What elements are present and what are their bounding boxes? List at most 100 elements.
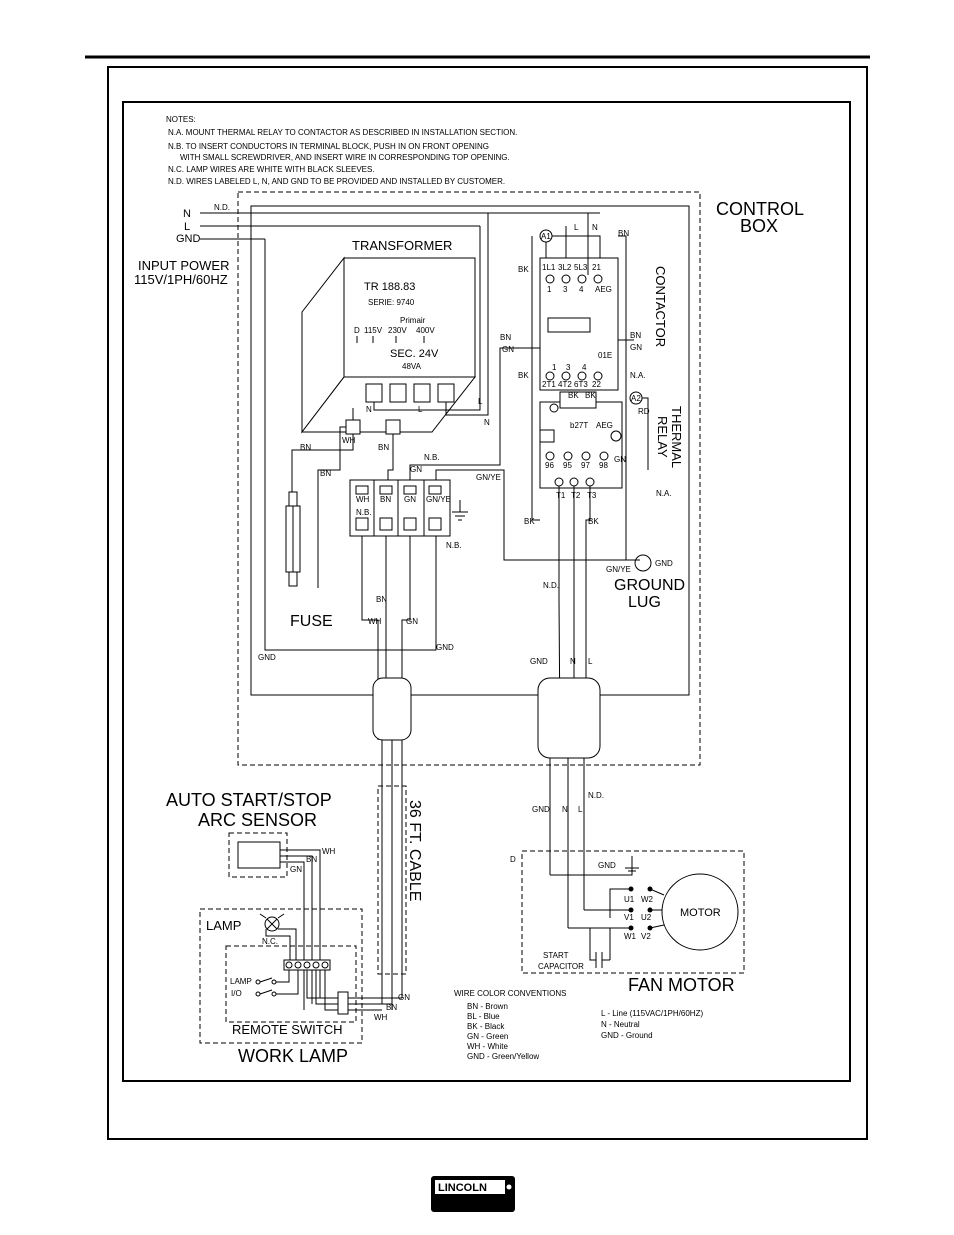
tr-t3: T3 <box>587 491 597 500</box>
contactor-na: N.A. <box>630 371 646 380</box>
contactor-3l2: 3L2 <box>558 263 572 272</box>
ctr-label-gn: GN <box>502 345 514 354</box>
wire-legend-n: N - Neutral <box>601 1020 640 1029</box>
ctr-label-gn2: GN <box>630 343 642 352</box>
fan-motor-outline <box>521 850 745 974</box>
contactor-1l1: 1L1 <box>542 263 556 272</box>
secondary-connector-1 <box>345 419 361 435</box>
thermal-relay-body <box>539 401 623 489</box>
relay-label-l: L <box>588 657 593 666</box>
wire-color-bk: BK - Black <box>467 1022 505 1031</box>
work-lamp-title: WORK LAMP <box>238 1046 348 1066</box>
relay-label-nd: N.D. <box>543 581 559 590</box>
tb-gn-top: GN <box>410 465 422 474</box>
motor-label-n: N <box>562 805 568 814</box>
contactor-mid-4: 4 <box>582 363 587 372</box>
ctr-label-bn3: BN <box>630 331 641 340</box>
note-nc: N.C. LAMP WIRES ARE WHITE WITH BLACK SLE… <box>168 165 375 174</box>
tr-t2: T2 <box>571 491 581 500</box>
label-gnd-1: GND <box>436 643 454 652</box>
arc-sensor-body <box>237 841 281 869</box>
as-label-wh: WH <box>322 847 336 856</box>
fan-motor-gnd: GND <box>598 861 616 870</box>
contactor-brand: AEG <box>595 285 612 294</box>
thermal-relay-line2: RELAY <box>655 416 670 458</box>
wire-color-gnd: GND - Green/Yellow <box>467 1052 539 1061</box>
tb-label-nb: N.B. <box>356 508 372 517</box>
input-power: N L GND N.D. INPUT POWER 115V/1PH/60HZ <box>134 203 600 287</box>
fan-motor-d: D <box>510 855 516 864</box>
wire-color-gn: GN - Green <box>467 1032 508 1041</box>
remote-switch-label: REMOTE SWITCH <box>232 1022 343 1037</box>
input-power-title: INPUT POWER <box>138 258 230 273</box>
logo-line-1: LINCOLN <box>438 1182 487 1194</box>
tr-label-bk4: BK <box>588 517 599 526</box>
work-lamp: LAMP N.C. LAMP I/O GN BN WH <box>199 908 410 1066</box>
control-box-label-2: BOX <box>740 216 778 236</box>
work-lamp-outline <box>199 908 363 1044</box>
relay-label-n: N <box>570 657 576 666</box>
ctr-label-bk2: BK <box>518 371 529 380</box>
relay-label-gnd: GND <box>530 657 548 666</box>
arc-sensor: AUTO START/STOP ARC SENSOR WH BN GN <box>166 790 336 1010</box>
cable-gland-right <box>537 677 601 759</box>
contactor-num-4: 4 <box>579 285 584 294</box>
wire-legend-gnd: GND - Ground <box>601 1031 653 1040</box>
transformer-terminal-1 <box>365 383 383 403</box>
remote-switch-connector <box>337 991 349 1015</box>
tr-t1: T1 <box>556 491 566 500</box>
fm-cap-2: CAPACITOR <box>538 962 584 971</box>
transformer-primair: Primair <box>400 316 426 325</box>
fm-motor-label: MOTOR <box>680 907 721 919</box>
contactor-21: 21 <box>592 263 601 272</box>
ground-lug-gnd: GND <box>655 559 673 568</box>
ground-lug-gnye: GN/YE <box>606 565 631 574</box>
tb-nb-top: N.B. <box>424 453 440 462</box>
fm-w2: W2 <box>641 895 654 904</box>
arc-sensor-title-1: AUTO START/STOP <box>166 790 332 810</box>
transformer-terminal-3 <box>413 383 431 403</box>
tr-98: 98 <box>599 461 608 470</box>
notes-block: NOTES: N.A. MOUNT THERMAL RELAY TO CONTA… <box>166 115 517 186</box>
fm-w1: W1 <box>624 932 637 941</box>
transformer-terminal-2 <box>389 383 407 403</box>
transformer-title: TRANSFORMER <box>352 238 452 253</box>
ctr-label-l: L <box>574 223 579 232</box>
control-box-panel <box>250 205 690 696</box>
transformer-wiring: WH BN BN BN N <box>291 213 490 588</box>
tr-97: 97 <box>581 461 590 470</box>
control-box-label-1: CONTROL <box>716 199 804 219</box>
lincoln-electric-logo: LINCOLN ELECTRIC <box>431 1176 515 1212</box>
ground-lug-label-1: GROUND <box>614 577 685 594</box>
transformer-tap-115: 115V <box>364 326 383 335</box>
thermal-relay: THERMAL RELAY b27T AEG 96 95 97 98 T1 T2… <box>524 391 684 526</box>
contactor-6t3: 6T3 <box>574 380 588 389</box>
contactor-wiring: L N BN BK BN GN BN GN BK RD <box>500 213 650 560</box>
wl-label-gn: GN <box>398 993 410 1002</box>
tb-label-gnye: GN/YE <box>426 495 451 504</box>
outer-frame <box>107 66 868 1140</box>
secondary-connector-2 <box>385 419 401 435</box>
arc-sensor-outline <box>228 832 288 878</box>
contactor-22: 22 <box>592 380 601 389</box>
contactor-num-1: 1 <box>547 285 552 294</box>
tr-95: 95 <box>563 461 572 470</box>
transformer: TRANSFORMER TR 188.83 SERIE: 9740 Primai… <box>300 238 483 435</box>
label-wh-1: WH <box>342 436 356 445</box>
logo-line-2: ELECTRIC <box>446 1198 492 1208</box>
contactor-a1-label: A1 <box>541 232 551 241</box>
transformer-term-n: N <box>366 405 372 414</box>
ctr-label-bn: BN <box>618 229 629 238</box>
thermal-relay-brand: AEG <box>596 421 613 430</box>
wl-label-bn: BN <box>386 1003 397 1012</box>
note-nb-cont: WITH SMALL SCREWDRIVER, AND INSERT WIRE … <box>180 153 510 162</box>
ground-lug-symbol <box>634 554 652 572</box>
inner-frame <box>122 101 851 1082</box>
motor-label-l: L <box>578 805 583 814</box>
note-nb: N.B. TO INSERT CONDUCTORS IN TERMINAL BL… <box>168 142 489 151</box>
tb-label-bn: BN <box>380 495 391 504</box>
transformer-terminal-4 <box>437 383 455 403</box>
wire-legend-l: L - Line (115VAC/1PH/60HZ) <box>601 1009 703 1018</box>
label-gn-cable: GN <box>406 617 418 626</box>
